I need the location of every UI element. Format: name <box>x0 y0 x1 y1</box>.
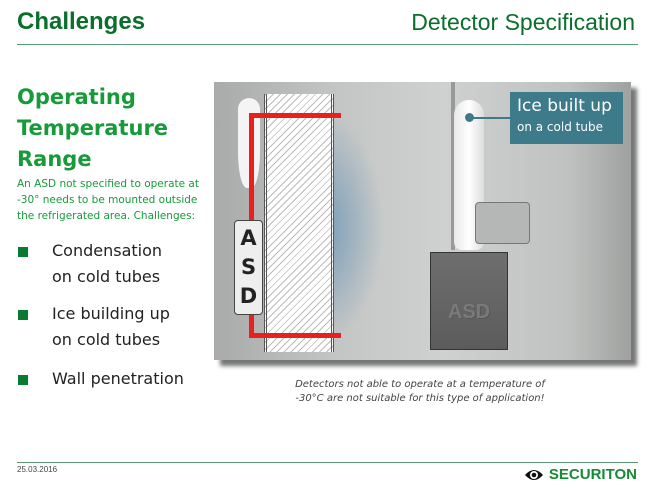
eye-icon <box>524 469 543 480</box>
asd-letter: D <box>239 284 258 308</box>
securiton-logo: SECURITON <box>524 466 637 483</box>
pipe-bottom <box>249 333 341 338</box>
slide-title: Detector Specification <box>411 9 635 35</box>
caption-line: Detectors not able to operate at a tempe… <box>295 379 545 390</box>
bullet-item: Wall penetration <box>17 366 217 392</box>
bullet-text: on cold tubes <box>52 267 161 286</box>
asd-detector-box: ASD <box>430 252 508 350</box>
bullet-square-icon <box>18 375 28 385</box>
bullet-text: Condensation <box>52 241 163 260</box>
asd-letter: A <box>240 226 257 250</box>
installation-photo: A S D ASD Ice built up on a cold tube <box>214 82 631 360</box>
callout-dot-icon <box>465 113 474 122</box>
footer-divider <box>17 462 638 463</box>
section-title: Challenges <box>17 8 146 35</box>
intro-text: An ASD not specified to operate at -30° … <box>17 178 199 222</box>
callout-subtitle: on a cold tube <box>517 120 603 134</box>
bullet-text: on cold tubes <box>52 330 161 349</box>
pipe-top <box>249 113 341 118</box>
bullet-square-icon <box>18 247 28 257</box>
topic-heading: Operating Temperature Range <box>17 85 169 171</box>
figure-caption: Detectors not able to operate at a tempe… <box>290 378 550 406</box>
bullet-item: Condensation on cold tubes <box>17 238 217 290</box>
bullet-item: Ice building up on cold tubes <box>17 301 217 353</box>
junction-box <box>475 202 530 244</box>
bullet-square-icon <box>18 310 28 320</box>
wall-section <box>264 94 334 352</box>
cold-glow <box>324 112 384 342</box>
footer-date: 25.03.2016 <box>17 465 58 474</box>
asd-letter: S <box>240 255 257 279</box>
conduit <box>451 82 455 250</box>
asd-label: A S D <box>234 220 263 315</box>
caption-line: -30°C are not suitable for this type of … <box>295 393 545 404</box>
brand-name: SECURITON <box>548 466 637 483</box>
callout-box: Ice built up on a cold tube <box>510 92 623 144</box>
bullet-text: Ice building up <box>52 304 170 323</box>
callout-title: Ice built up <box>517 96 612 116</box>
callout-line <box>470 117 512 119</box>
asd-box-label: ASD <box>447 301 491 323</box>
header-divider <box>17 44 638 45</box>
bullet-text: Wall penetration <box>52 369 184 388</box>
